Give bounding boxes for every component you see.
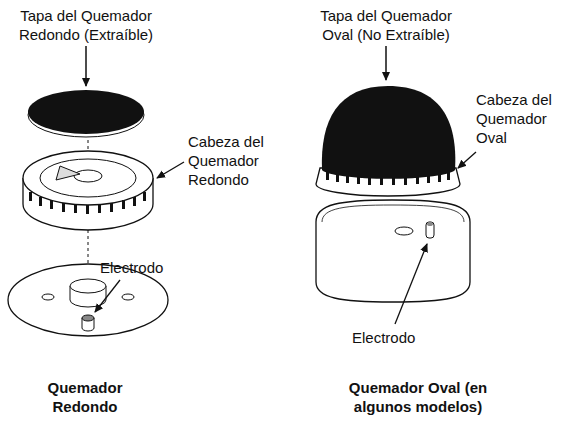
part-label: Tapa del Quemador Oval (No Extraíble): [310, 6, 462, 44]
electrode-symbol: [82, 315, 94, 331]
base-plate-oval: [316, 200, 470, 302]
part-label: Tapa del Quemador Redondo (Extraíble): [10, 6, 162, 44]
burner-cap-oval: [316, 86, 460, 196]
electrode-symbol: [426, 222, 434, 238]
pointer-arrow: [385, 46, 387, 80]
part-label: Cabeza del Quemador Redondo: [188, 132, 270, 189]
pointer-arrow: [85, 46, 87, 86]
pointer-arrow: [157, 162, 184, 178]
burner-cap-round: [28, 90, 144, 137]
figure-caption: Quemador Oval (en algunos modelos): [318, 378, 518, 416]
part-label: Cabeza del Quemador Oval: [476, 90, 558, 147]
pointer-arrow: [458, 152, 476, 168]
pointer-arrow: [95, 280, 120, 312]
part-label: Electrodo: [352, 328, 442, 347]
figure-caption: Quemador Redondo: [30, 378, 140, 416]
part-label: Electrodo: [100, 258, 190, 277]
pointer-arrow: [395, 244, 427, 324]
burner-head-round: [23, 151, 153, 230]
